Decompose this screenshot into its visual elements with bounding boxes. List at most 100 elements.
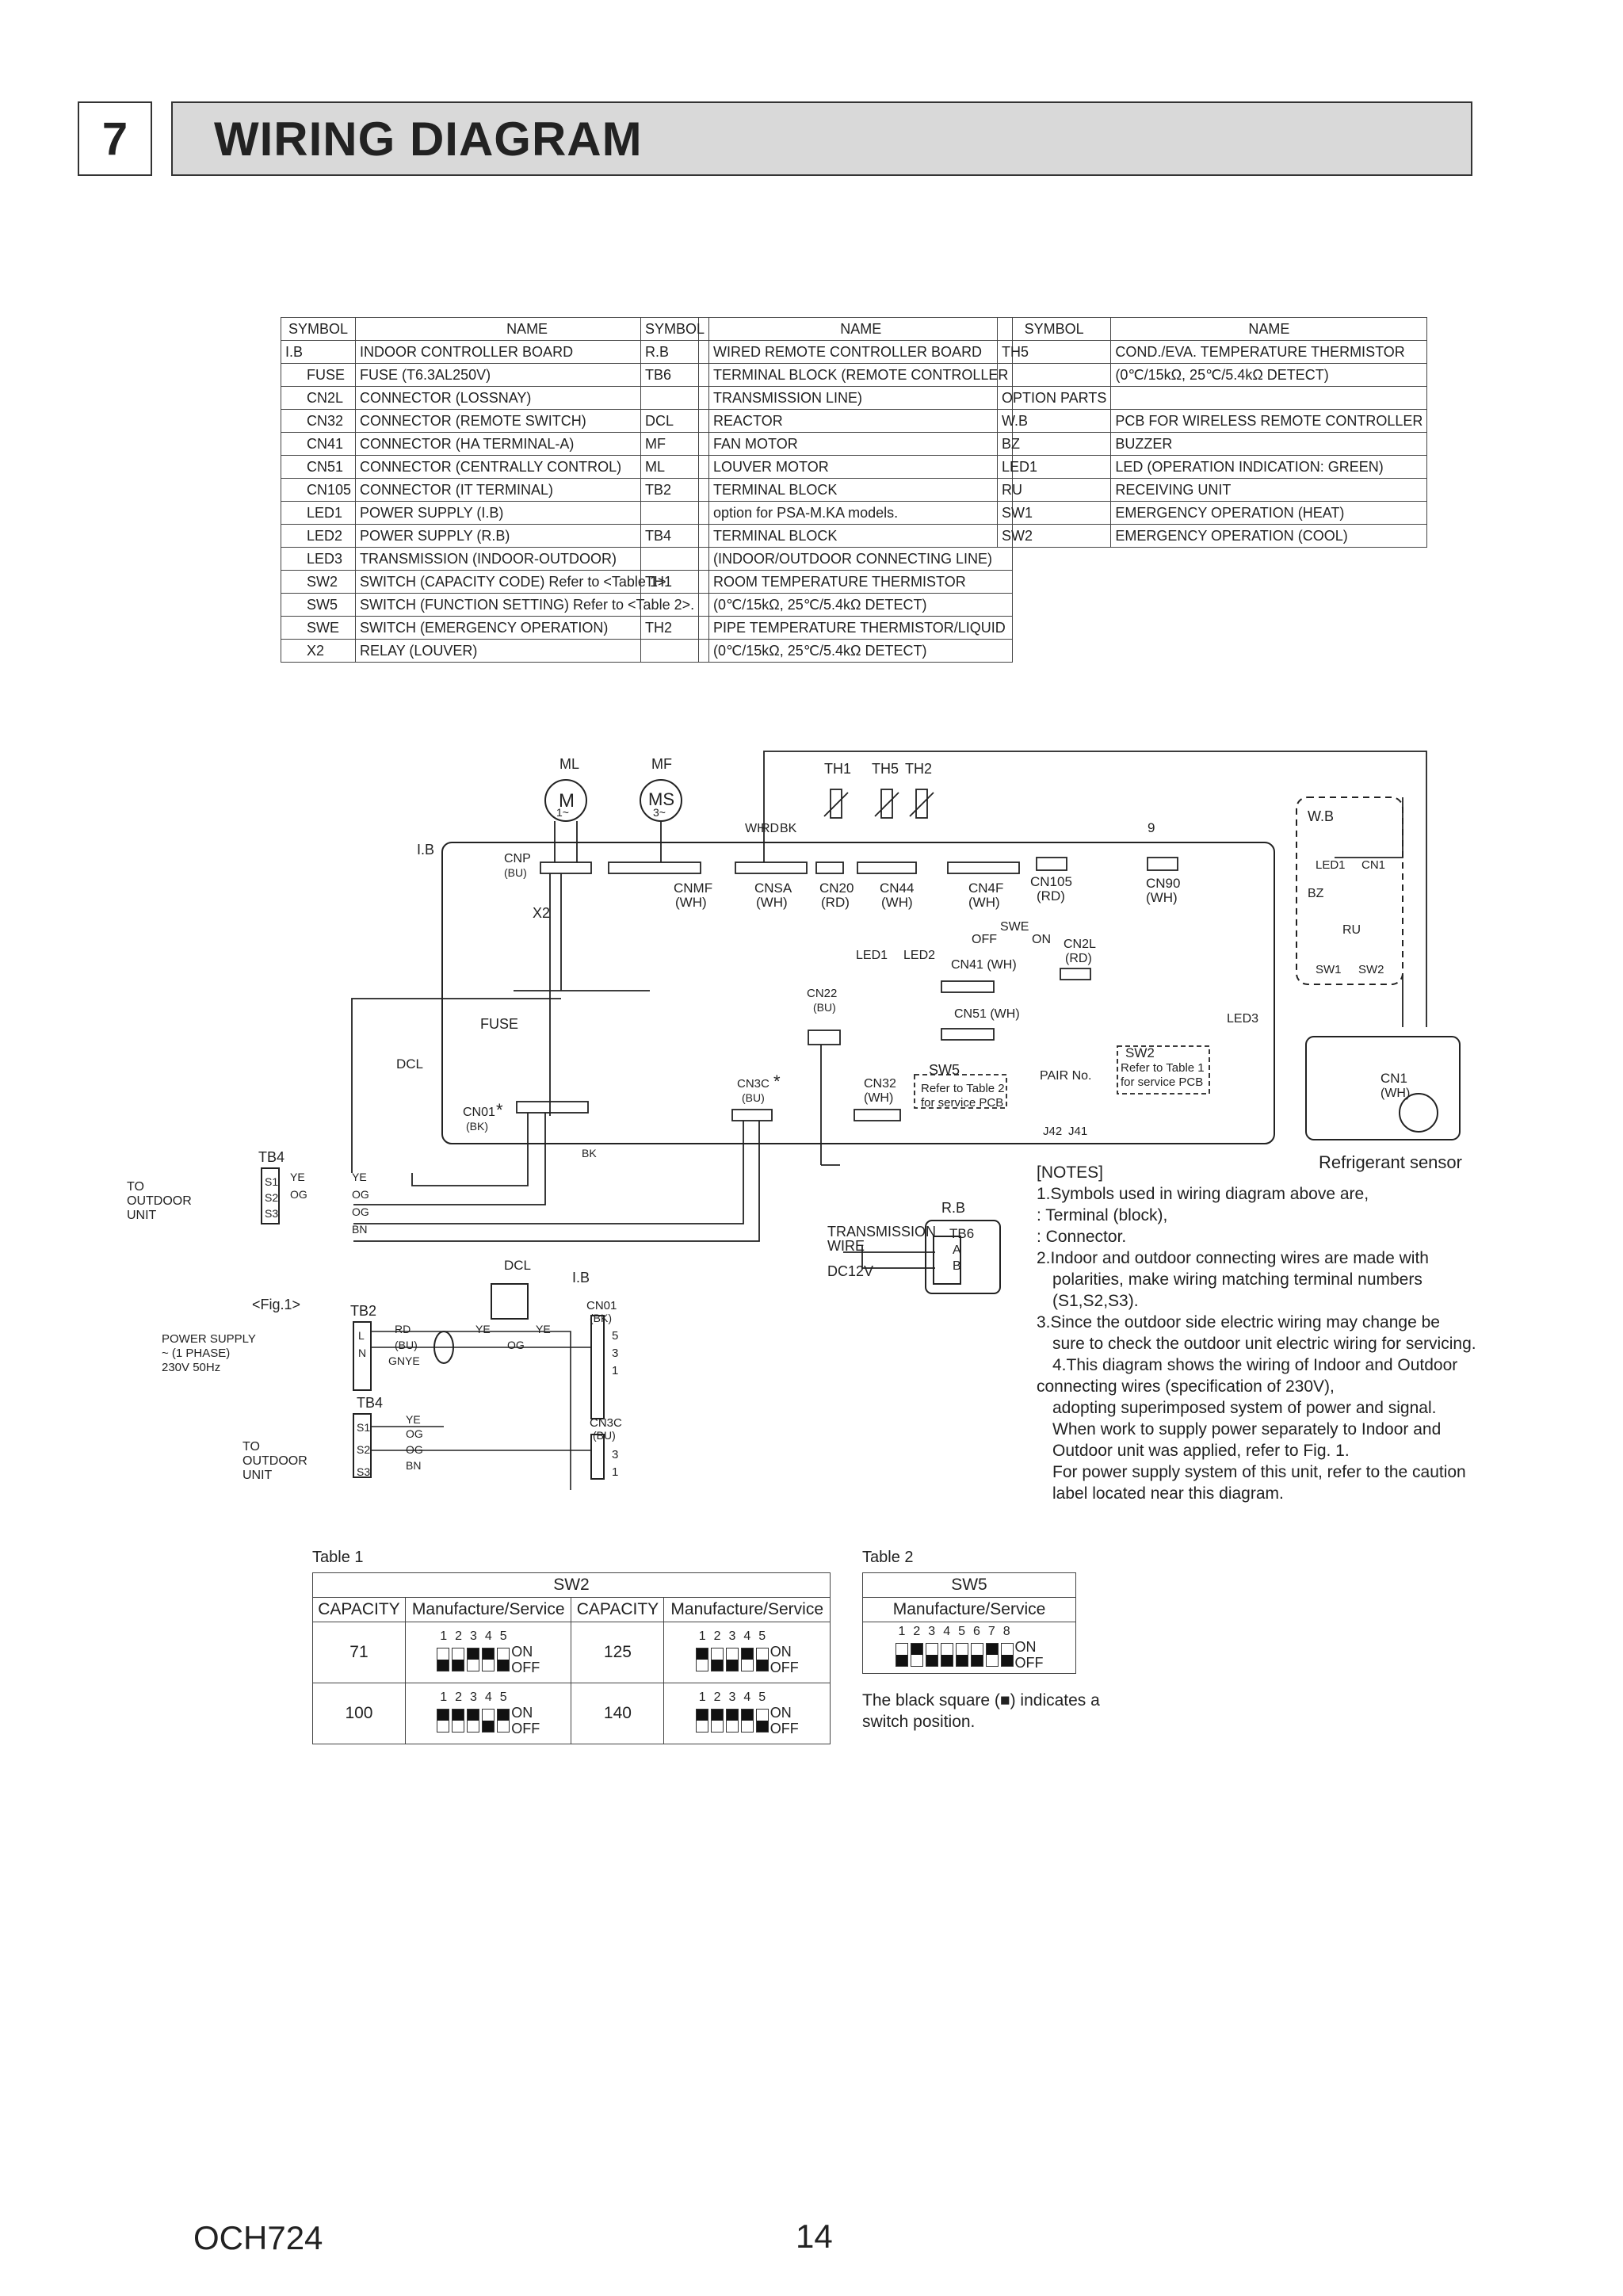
- on-label: ON: [769, 1644, 792, 1660]
- dip-switch: [910, 1643, 923, 1667]
- page-title: WIRING DIAGRAM: [214, 112, 643, 166]
- notes-title: [NOTES]: [1037, 1163, 1104, 1182]
- dip-numbers: 12345678: [898, 1625, 1018, 1638]
- diagram-label-led1: LED1: [856, 949, 888, 962]
- diagram-label-wh-paren: (WH): [968, 895, 1000, 910]
- dip-numbers: 12345: [440, 1629, 515, 1643]
- diagram-label-j42: J42: [1043, 1125, 1062, 1138]
- diagram-label-cn90: CN90: [1146, 876, 1180, 891]
- on-label: ON: [1014, 1639, 1037, 1655]
- off-label: OFF: [769, 1660, 799, 1675]
- diagram-label-j41: J41: [1068, 1125, 1087, 1138]
- diagram-label-unit: UNIT: [127, 1209, 157, 1222]
- table2-note: The black square (■) indicates a: [862, 1691, 1100, 1710]
- legend-name: WIRED REMOTE CONTROLLER BOARD: [708, 340, 1014, 364]
- note-line: 3.Since the outdoor side electric wiring…: [1037, 1313, 1440, 1331]
- diagram-label-s1: S1: [265, 1175, 278, 1188]
- diagram-label-wh-paren: (WH): [756, 895, 788, 910]
- diagram-label-s2: S2: [357, 1443, 370, 1456]
- legend-name: (0℃/15kΩ, 25℃/5.4kΩ DETECT): [1110, 363, 1428, 387]
- diagram-label-cn01: CN01: [463, 1106, 495, 1119]
- legend-symbol: [640, 501, 710, 525]
- dip-switch: [482, 1709, 495, 1733]
- fig1-wire: [371, 1331, 571, 1490]
- thermistors: [823, 789, 934, 819]
- diagram-label-bu: (BU): [742, 1091, 765, 1104]
- legend-header-name: NAME: [708, 317, 1014, 341]
- dip-switch: [452, 1648, 465, 1671]
- dip-switch: [725, 1648, 739, 1671]
- dip-switch: [985, 1643, 999, 1667]
- diagram-label-swe: SWE: [1000, 920, 1029, 934]
- diagram-label-to-outdoor: TO: [242, 1440, 260, 1454]
- legend-symbol: CN2L: [280, 386, 357, 410]
- capacity-cell: 100: [312, 1683, 406, 1744]
- legend-symbol: DCL: [640, 409, 710, 433]
- legend-name: FAN MOTOR: [708, 432, 1014, 456]
- diagram-label-star: *: [496, 1100, 503, 1120]
- diagram-label-tb4: TB4: [258, 1149, 285, 1165]
- diagram-label-th2: TH2: [905, 761, 932, 777]
- on-label: ON: [511, 1705, 533, 1721]
- note-line: For power supply system of this unit, re…: [1052, 1463, 1466, 1481]
- diagram-label-on: ON: [1032, 933, 1051, 946]
- dip-switch: [970, 1643, 983, 1667]
- off-label: OFF: [511, 1721, 540, 1736]
- diagram-label-bk: BK: [582, 1147, 597, 1159]
- diagram-label-b: B: [953, 1259, 961, 1273]
- diagram-label-motor-m: M: [559, 790, 575, 812]
- diagram-label-n5: 5: [612, 1329, 618, 1343]
- dip-switch: [1000, 1643, 1014, 1667]
- dip-numbers: 12345: [698, 1690, 774, 1704]
- diagram-label-th5: TH5: [872, 761, 899, 777]
- diagram-label-unit: UNIT: [242, 1469, 273, 1482]
- diagram-label-n3: 3: [612, 1448, 618, 1461]
- legend-symbol: CN51: [280, 455, 357, 479]
- dip-numbers: 12345: [698, 1629, 774, 1643]
- diagram-label-transmission: TRANSMISSION: [827, 1224, 936, 1240]
- diagram-label-ye: YE: [352, 1171, 367, 1183]
- note-line: adopting superimposed system of power an…: [1052, 1399, 1437, 1417]
- dip-switch: [755, 1709, 769, 1733]
- diagram-label-bu: (BU): [395, 1339, 418, 1351]
- legend-header-symbol: SYMBOL: [996, 317, 1112, 341]
- diagram-label-rd-paren: (RD): [1065, 952, 1092, 965]
- note-line: Outdoor unit was applied, refer to Fig. …: [1052, 1442, 1350, 1460]
- diagram-label-og: OG: [290, 1188, 307, 1201]
- diagram-label-cn51: CN51 (WH): [954, 1007, 1020, 1021]
- dip-switch: [740, 1648, 754, 1671]
- diagram-label-n1: 1: [612, 1364, 618, 1377]
- diagram-label-sw1: SW1: [1316, 963, 1342, 976]
- diagram-label-ib: I.B: [417, 842, 434, 858]
- diagram-label-cnmf: CNMF: [674, 881, 712, 896]
- dip-switch: [467, 1648, 480, 1671]
- diagram-label-cn01: CN01: [586, 1299, 617, 1312]
- legend-symbol: SW5: [280, 593, 357, 617]
- legend-row: TRANSMISSION LINE): [640, 386, 1014, 410]
- legend-row: (0℃/15kΩ, 25℃/5.4kΩ DETECT): [996, 363, 1428, 387]
- table1-caption: Table 1: [312, 1549, 364, 1566]
- connector-cn3c-fig1: [590, 1434, 605, 1480]
- legend-row: (0℃/15kΩ, 25℃/5.4kΩ DETECT): [640, 639, 1014, 663]
- on-label: ON: [769, 1705, 792, 1721]
- legend-name: EMERGENCY OPERATION (HEAT): [1110, 501, 1428, 525]
- diagram-label-fuse: FUSE: [480, 1016, 518, 1032]
- terminal-block-tb4-fig1: [353, 1413, 372, 1478]
- dip-numbers: 12345: [440, 1690, 515, 1704]
- diagram-label-bu: (BU): [813, 1001, 836, 1014]
- diagram-label-tb2: TB2: [350, 1303, 376, 1319]
- legend-name: TERMINAL BLOCK (REMOTE CONTROLLER: [708, 363, 1014, 387]
- dip-switch: [940, 1643, 953, 1667]
- diagram-label-bn: BN: [406, 1459, 421, 1472]
- diagram-label-sw2: SW2: [1125, 1045, 1155, 1060]
- diagram-label-cn4f: CN4F: [968, 881, 1003, 896]
